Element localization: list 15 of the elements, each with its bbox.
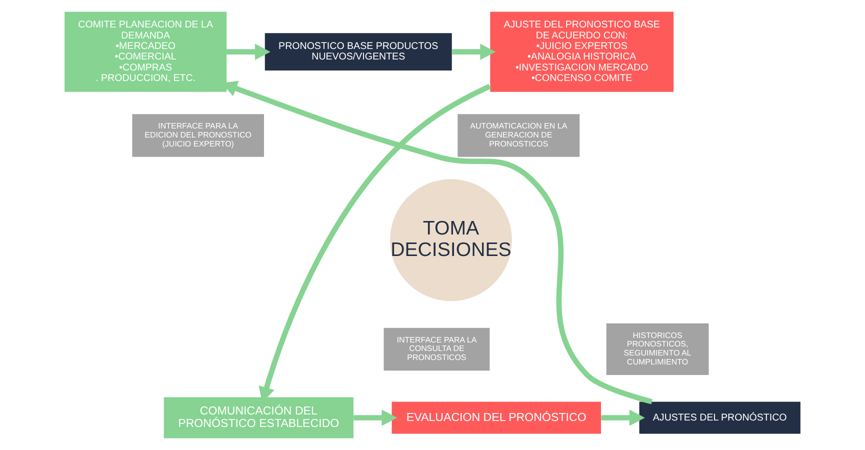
node-box: INTERFACE PARA LA EDICION DEL PRONOSTICO (JUICIO EXPERTO) bbox=[132, 114, 264, 157]
arrow bbox=[601, 410, 645, 426]
node-box: AUTOMATICACION EN LA GENERACION DE PRONOSTICOS bbox=[458, 114, 580, 157]
node-box: COMITE PLANEACION DE LA DEMANDA •MERCADEO •COMERCIAL •COMPRAS . PRODUCCION, ETC. bbox=[64, 12, 227, 92]
arrow bbox=[226, 44, 270, 60]
node-box: HISTORICOS PRONOSTICOS, SEGUIMIENTO AL CUMPLIMIENTO bbox=[606, 323, 709, 376]
node-circle: TOMA DECISIONES bbox=[390, 179, 512, 302]
node-box: AJUSTES DEL PRONÓSTICO bbox=[639, 402, 800, 434]
arrow bbox=[452, 44, 496, 60]
arrow bbox=[354, 410, 398, 426]
node-box: AJUSTE DEL PRONOSTICO BASE DE ACUERDO CON: •JUICIO EXPERTOS •ANALOGIA HISTORICA •INVESTIGACION MERCADO •CONCENSO COMITE bbox=[490, 12, 674, 92]
node-box: INTERFACE PARA LA CONSULTA DE PRONOSTICOS bbox=[384, 328, 490, 371]
node-box: EVALUACION DEL PRONÓSTICO bbox=[392, 402, 601, 434]
node-box: PRONOSTICO BASE PRODUCTOS NUEVOS/VIGENTES bbox=[264, 33, 452, 71]
node-box: COMUNICACIÓN DEL PRONÓSTICO ESTABLECIDO bbox=[164, 397, 354, 438]
